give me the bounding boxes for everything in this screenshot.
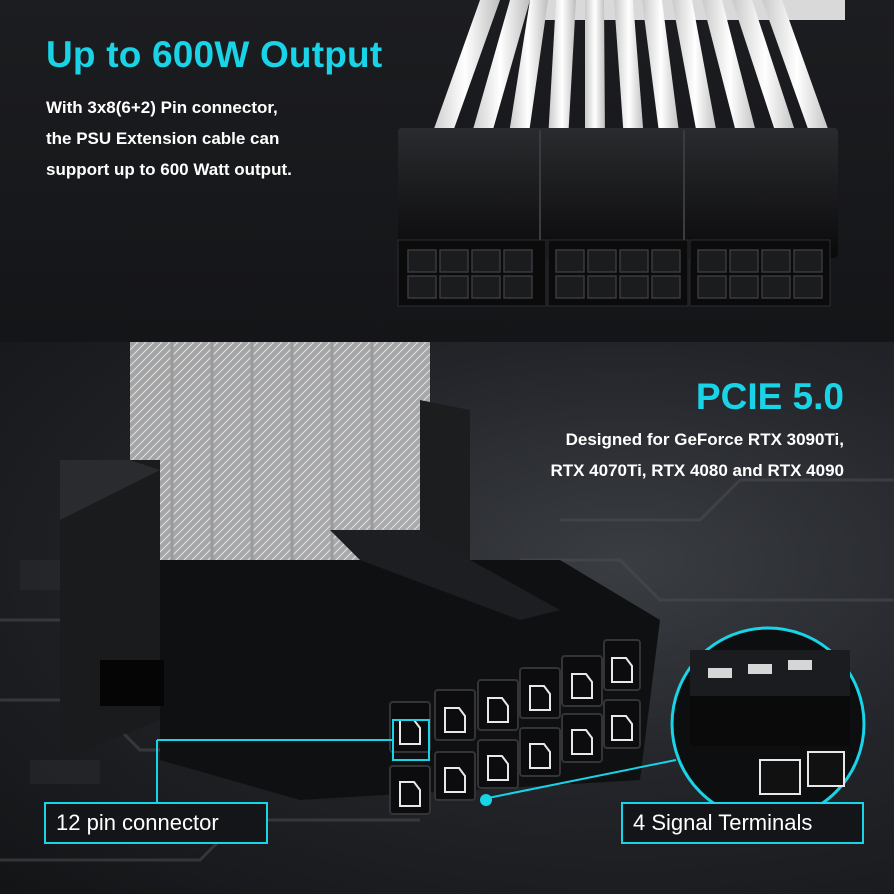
description-top-line: the PSU Extension cable can (46, 129, 280, 148)
top-cable-bundle (430, 0, 845, 140)
description-bottom-line: Designed for GeForce RTX 3090Ti, (565, 430, 844, 449)
description-top: With 3x8(6+2) Pin connector, the PSU Ext… (46, 92, 386, 185)
headline-top: Up to 600W Output (46, 34, 383, 75)
description-bottom: Designed for GeForce RTX 3090Ti, RTX 407… (464, 424, 844, 486)
callout-line-right (487, 759, 677, 799)
description-top-line: With 3x8(6+2) Pin connector, (46, 98, 278, 117)
signal-terminal-magnifier (670, 626, 866, 822)
callout-dot-right (480, 794, 492, 806)
pin-contacts (399, 657, 633, 807)
description-bottom-line: RTX 4070Ti, RTX 4080 and RTX 4090 (550, 461, 844, 480)
callout-4-signal-terminals: 4 Signal Terminals (621, 802, 864, 844)
callout-12-pin-connector: 12 pin connector (44, 802, 268, 844)
top-connector-block (397, 128, 838, 307)
headline-bottom: PCIE 5.0 (695, 376, 844, 417)
description-top-line: support up to 600 Watt output. (46, 160, 292, 179)
